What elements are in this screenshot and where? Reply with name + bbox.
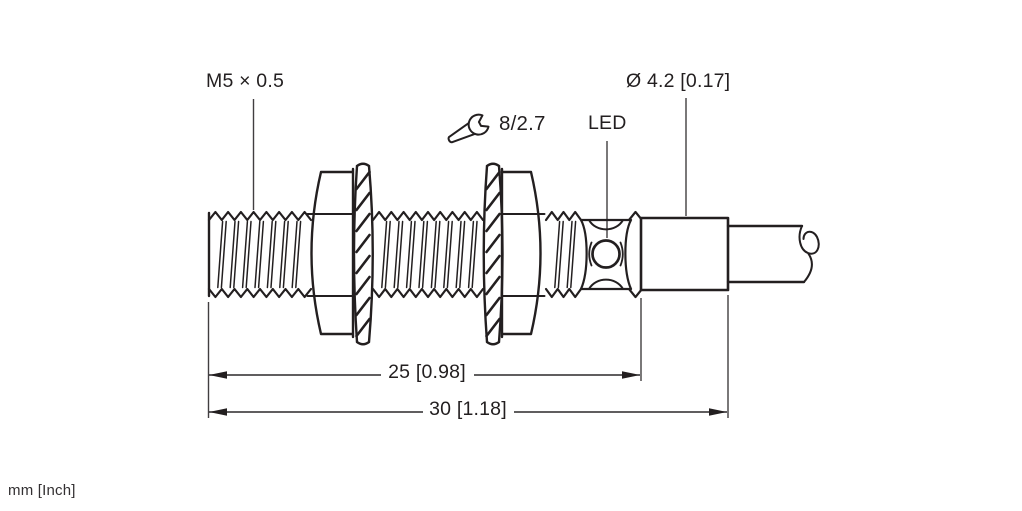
lock-washer-rear	[482, 162, 504, 346]
lock-washer-front	[352, 162, 374, 346]
units-note: mm [Inch]	[8, 482, 76, 499]
led-lens	[591, 239, 621, 269]
dimension-arrowheads	[209, 371, 727, 416]
cable	[726, 224, 820, 284]
dimension-text-thread-length: 25 [0.98]	[388, 361, 466, 383]
cable-break-symbol	[798, 225, 820, 283]
hex-nut-front	[306, 167, 355, 339]
wrench-size-label: 8/2.7	[499, 112, 546, 135]
hex-nut-rear	[500, 167, 546, 339]
arrowhead-25-right	[622, 371, 640, 379]
rear-housing	[639, 216, 730, 292]
lock-washer-teeth	[355, 170, 501, 338]
extension-lines	[207, 295, 729, 418]
arrowhead-30-left	[209, 408, 227, 416]
arrowhead-25-left	[209, 371, 227, 379]
arrowhead-30-right	[709, 408, 727, 416]
wrench-icon	[447, 113, 490, 144]
sensor-body	[207, 162, 820, 346]
led-label: LED	[588, 112, 627, 134]
diameter-label: Ø 4.2 [0.17]	[626, 70, 731, 92]
wrench-head	[467, 113, 490, 136]
thread-sections	[207, 210, 644, 299]
dimension-lines	[209, 374, 727, 413]
thread-spec-label: M5 × 0.5	[206, 70, 285, 92]
led-indicator	[579, 218, 633, 291]
dimension-text-overall-length: 30 [1.18]	[429, 398, 507, 420]
leader-lines	[252, 98, 687, 238]
